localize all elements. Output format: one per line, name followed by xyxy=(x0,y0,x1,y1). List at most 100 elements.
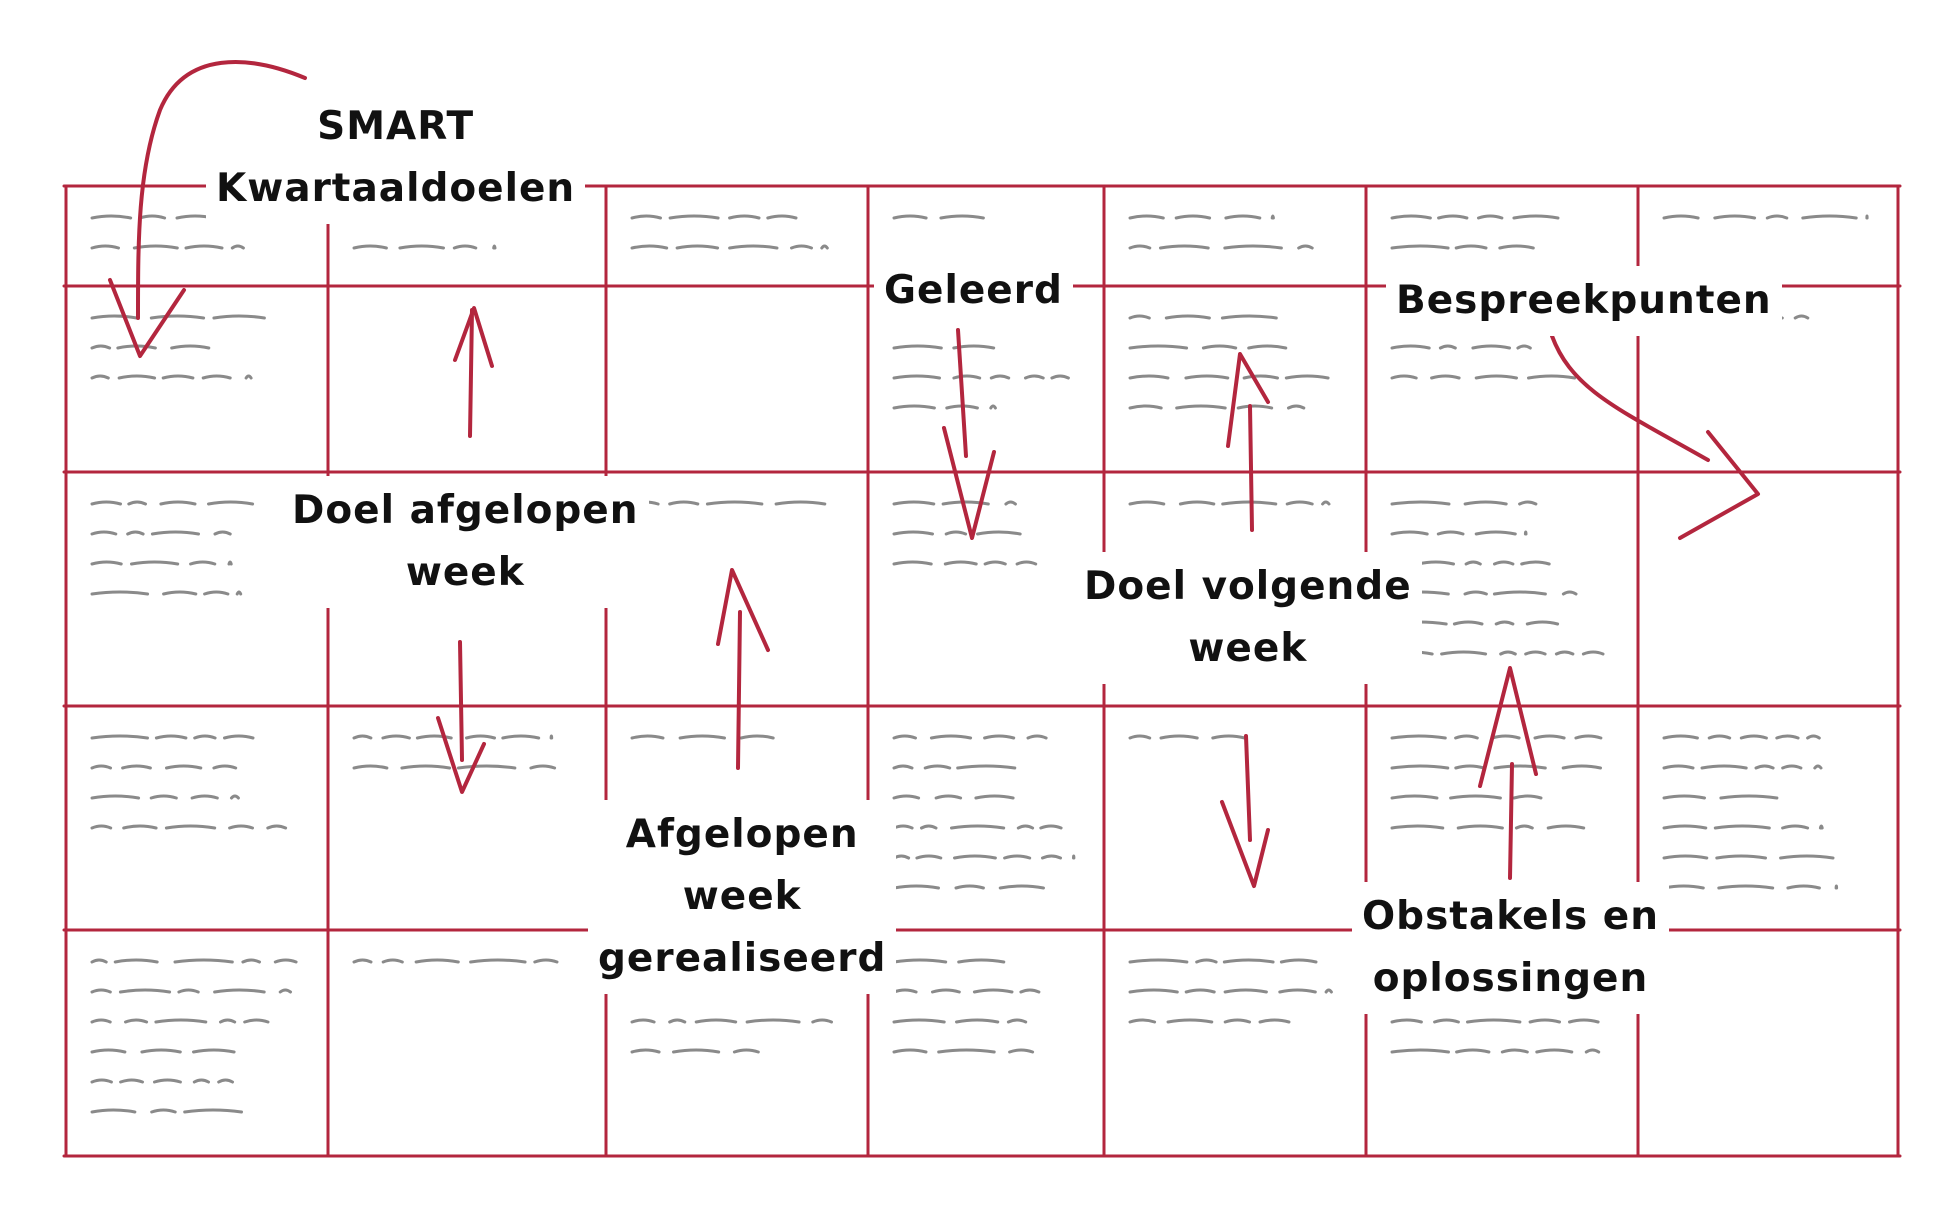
placeholder-scribble xyxy=(630,244,669,250)
placeholder-scribble xyxy=(1525,620,1560,626)
placeholder-scribble xyxy=(212,764,238,770)
placeholder-scribble xyxy=(1006,1018,1028,1024)
label-afgelopen-line3: gerealiseerd xyxy=(598,936,887,981)
placeholder-scribble xyxy=(352,244,388,250)
placeholder-scribble xyxy=(892,374,941,380)
placeholder-scribble xyxy=(352,958,373,964)
placeholder-scribble xyxy=(1128,404,1163,410)
arrowhead-doel-volgende-down xyxy=(1220,800,1270,888)
placeholder-scribble xyxy=(937,1048,996,1054)
arrow-obstakels-up xyxy=(1508,762,1514,880)
placeholder-scribble xyxy=(1003,854,1032,860)
placeholder-scribble xyxy=(1390,1048,1450,1054)
arrowhead-smart xyxy=(108,278,186,358)
placeholder-scribble xyxy=(235,590,243,596)
label-smart-line2: Kwartaaldoelen xyxy=(216,166,576,211)
arrowhead-geleerd-down xyxy=(942,426,996,540)
placeholder-scribble xyxy=(1512,794,1543,800)
placeholder-scribble xyxy=(892,988,918,994)
placeholder-scribble xyxy=(549,734,554,740)
placeholder-scribble xyxy=(533,958,559,964)
placeholder-scribble xyxy=(892,1048,928,1054)
placeholder-scribble xyxy=(1719,794,1779,800)
placeholder-scribble xyxy=(745,1018,801,1024)
placeholder-scribble xyxy=(212,314,266,320)
placeholder-scribble xyxy=(192,1078,210,1084)
placeholder-scribble xyxy=(989,374,1011,380)
placeholder-scribble xyxy=(1175,404,1227,410)
placeholder-scribble xyxy=(90,734,149,740)
placeholder-scribble xyxy=(1278,988,1317,994)
placeholder-scribble xyxy=(1535,1048,1574,1054)
placeholder-scribble xyxy=(90,374,110,380)
placeholder-scribble xyxy=(529,764,557,770)
placeholder-scribble xyxy=(189,560,217,566)
placeholder-scribble xyxy=(1739,734,1768,740)
placeholder-scribble xyxy=(90,244,120,250)
placeholder-scribble xyxy=(1041,854,1062,860)
placeholder-scribble xyxy=(728,244,779,250)
placeholder-scribble xyxy=(118,988,172,994)
placeholder-scribble xyxy=(230,244,245,250)
placeholder-scribble xyxy=(989,404,997,410)
placeholder-scribble xyxy=(162,590,198,596)
placeholder-scribble xyxy=(1015,560,1038,566)
placeholder-scribble xyxy=(1004,500,1017,506)
arrow-geleerd-down xyxy=(956,328,968,458)
placeholder-scribble xyxy=(203,590,230,596)
label-obstakels-line1: Obstakels en xyxy=(1362,894,1659,939)
placeholder-scribble xyxy=(1390,734,1447,740)
placeholder-scribble xyxy=(1527,374,1577,380)
placeholder-scribble xyxy=(944,530,968,536)
placeholder-scribble xyxy=(1224,214,1262,220)
placeholder-scribble xyxy=(1128,500,1166,506)
placeholder-scribble xyxy=(149,314,206,320)
placeholder-scribble xyxy=(1390,344,1431,350)
placeholder-scribble xyxy=(1463,500,1508,506)
placeholder-scribble xyxy=(183,1108,243,1114)
placeholder-scribble xyxy=(1437,214,1469,220)
placeholder-scribble xyxy=(165,764,203,770)
placeholder-scribble xyxy=(892,824,914,830)
placeholder-scribble xyxy=(892,764,914,770)
placeholder-scribble xyxy=(1184,374,1230,380)
placeholder-scribble xyxy=(352,734,373,740)
placeholder-scribble xyxy=(1662,884,1705,890)
placeholder-scribble xyxy=(630,1048,661,1054)
placeholder-scribble xyxy=(90,590,150,596)
placeholder-scribble xyxy=(1528,1018,1561,1024)
placeholder-scribble xyxy=(90,764,112,770)
placeholder-scribble xyxy=(1454,244,1488,250)
arrowhead-doel-afgelopen-up xyxy=(453,306,494,368)
placeholder-scribble xyxy=(1390,824,1445,830)
placeholder-scribble xyxy=(1324,988,1333,994)
placeholder-scribble xyxy=(1390,764,1450,770)
placeholder-scribble xyxy=(400,764,452,770)
placeholder-scribble xyxy=(159,500,197,506)
placeholder-scribble xyxy=(1242,374,1279,380)
label-bespreekpunten: Bespreekpunten xyxy=(1386,266,1782,336)
placeholder-scribble xyxy=(1471,344,1511,350)
placeholder-scribble xyxy=(1584,1048,1601,1054)
placeholder-scribble xyxy=(1220,314,1278,320)
placeholder-scribble xyxy=(1662,734,1699,740)
placeholder-scribble xyxy=(140,1048,182,1054)
placeholder-scribble xyxy=(998,884,1045,890)
placeholder-scribble xyxy=(1019,988,1041,994)
placeholder-scribble xyxy=(952,374,982,380)
label-doel-afgelopen-week: Doel afgelopen week xyxy=(282,476,649,608)
placeholder-scribble xyxy=(1297,244,1314,250)
placeholder-scribble xyxy=(90,314,139,320)
placeholder-scribble xyxy=(1561,590,1578,596)
placeholder-scribble xyxy=(1247,344,1288,350)
placeholder-scribble xyxy=(90,214,133,220)
placeholder-scribble xyxy=(1166,1018,1214,1024)
placeholder-scribble xyxy=(1717,884,1775,890)
placeholder-scribble xyxy=(119,1078,144,1084)
placeholder-scribble xyxy=(1454,764,1486,770)
label-smart-kwartaaldoelen: SMART Kwartaaldoelen xyxy=(206,92,586,224)
label-doel-volgende-line2: week xyxy=(1188,626,1308,671)
placeholder-scribble xyxy=(1390,374,1418,380)
placeholder-scribble xyxy=(1662,824,1708,830)
placeholder-scribble xyxy=(668,214,720,220)
